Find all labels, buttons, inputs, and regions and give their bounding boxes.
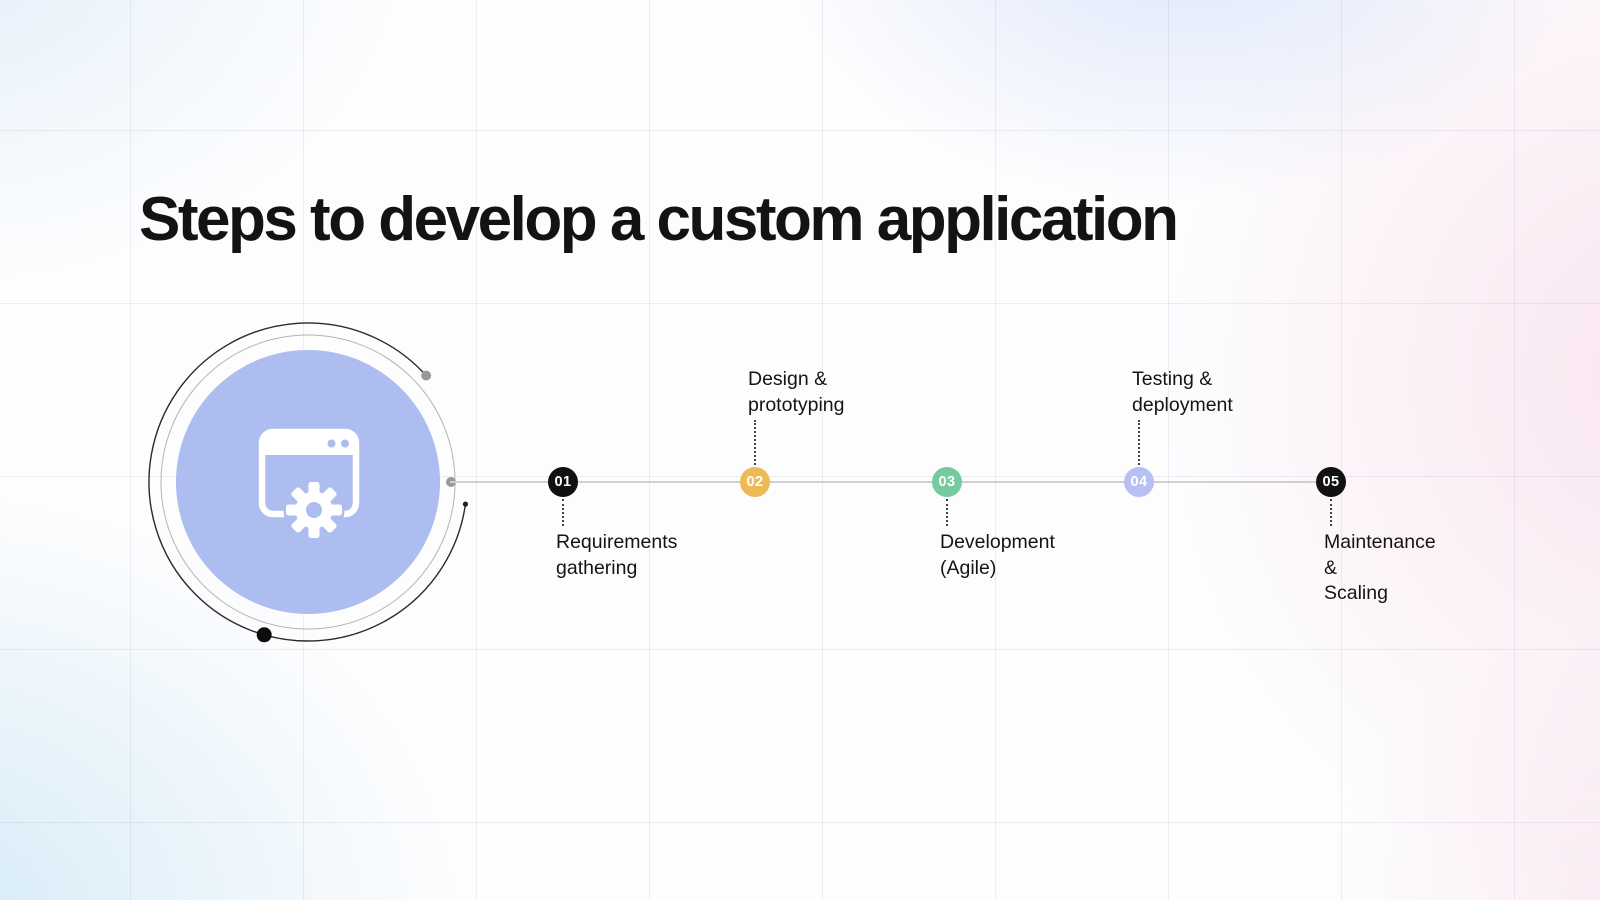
step-connector bbox=[754, 420, 756, 465]
step-label: Testing & deployment bbox=[1132, 368, 1233, 416]
step-node: 03 bbox=[932, 467, 962, 497]
step-label: Requirements gathering bbox=[556, 531, 678, 579]
window-titlebar bbox=[262, 432, 356, 455]
step-number: 03 bbox=[938, 474, 956, 490]
step-connector bbox=[1330, 499, 1332, 526]
gear-hole bbox=[306, 502, 322, 518]
step-label: Development (Agile) bbox=[940, 531, 1055, 579]
step-number: 04 bbox=[1130, 474, 1148, 490]
step-number: 02 bbox=[746, 474, 764, 490]
step-node: 04 bbox=[1124, 467, 1154, 497]
app-window-gear-icon bbox=[258, 428, 360, 541]
step-connector bbox=[1138, 420, 1140, 465]
arc-start-small-dot bbox=[462, 501, 469, 507]
arc-end-gray-dot bbox=[421, 370, 432, 381]
step-connector bbox=[946, 499, 948, 526]
hero-graphic bbox=[138, 312, 478, 652]
step-number: 05 bbox=[1322, 474, 1340, 490]
step-node: 05 bbox=[1316, 467, 1346, 497]
titlebar-dot bbox=[341, 439, 349, 448]
step-node: 02 bbox=[740, 467, 770, 497]
step-node: 01 bbox=[548, 467, 578, 497]
step-label: Design & prototyping bbox=[748, 368, 845, 416]
hero-svg bbox=[148, 322, 469, 643]
arc-bottom-black-dot bbox=[256, 627, 272, 643]
step-number: 01 bbox=[554, 474, 572, 490]
step-connector bbox=[562, 499, 564, 526]
titlebar-dot bbox=[327, 439, 336, 448]
gear-icon bbox=[283, 479, 345, 541]
timeline-line bbox=[450, 481, 1332, 483]
hero-arc bbox=[148, 322, 467, 642]
page-title: Steps to develop a custom application bbox=[139, 185, 1179, 254]
step-label: Maintenance & Scaling bbox=[1324, 531, 1436, 604]
